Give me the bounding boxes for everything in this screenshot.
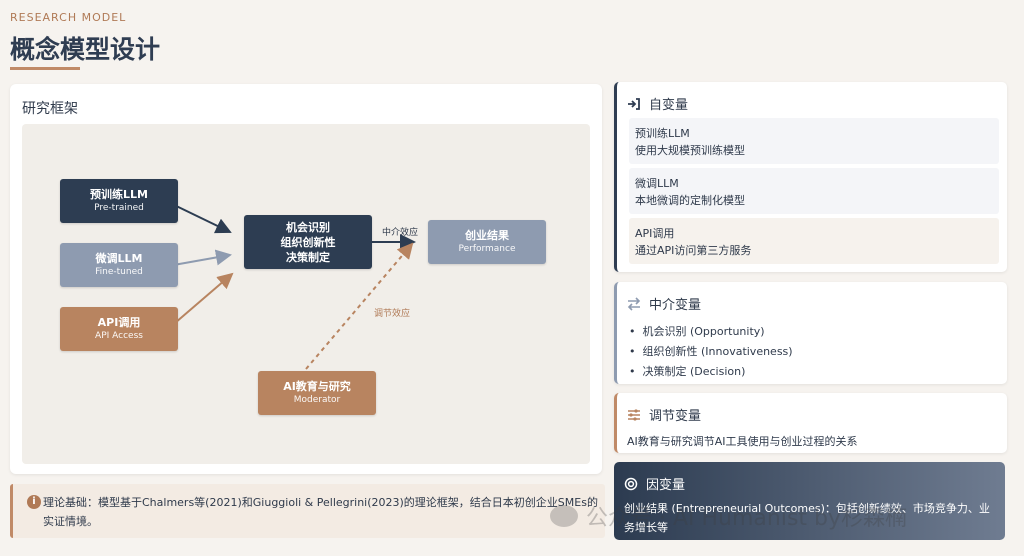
node-pretrained-title: 预训练LLM (90, 188, 148, 201)
edge-label-mediation: 中介效应 (382, 228, 419, 238)
node-pretrained-sub: Pre-trained (94, 203, 144, 213)
node-outcome-sub: Performance (458, 244, 516, 254)
node-mediator-l2: 组织创新性 (280, 235, 336, 249)
node-moderator-sub: Moderator (293, 395, 341, 405)
card-moderator: 调节变量 AI教育与研究调节AI工具使用与创业过程的关系 (614, 393, 1007, 453)
panel-title: 研究框架 (22, 101, 78, 117)
list-item: • 组织创新性 (Innovativeness) (629, 345, 793, 358)
title-underline (10, 67, 80, 70)
eyebrow: RESEARCH MODEL (10, 11, 127, 24)
node-mediator-l3: 决策制定 (286, 250, 330, 264)
node-finetuned-sub: Fine-tuned (95, 267, 143, 277)
node-moderator-title: AI教育与研究 (283, 380, 351, 393)
node-mediator: 机会识别 组织创新性 决策制定 (244, 215, 372, 269)
independent-item: API调用 通过API访问第三方服务 (629, 218, 999, 264)
card-mediator: 中介变量 • 机会识别 (Opportunity) • 组织创新性 (Innov… (614, 282, 1007, 384)
list-item: • 机会识别 (Opportunity) (629, 325, 765, 338)
watermark-text: 公众号 · AI Humanist by杉森楠 (586, 506, 908, 531)
dependent-text: 创业结果 (Entrepreneurial Outcomes)：包括创新绩效、市… (624, 502, 990, 534)
framework-panel: 研究框架 预训练LLM Pre-trained 微调LLM Fine-tuned… (10, 84, 602, 474)
node-finetuned-title: 微调LLM (95, 252, 143, 265)
sliders-icon (627, 408, 641, 422)
independent-item-desc: 通过API访问第三方服务 (635, 244, 752, 257)
node-outcome: 创业结果 Performance (428, 220, 546, 264)
independent-item: 预训练LLM 使用大规模预训练模型 (629, 118, 999, 164)
target-icon (624, 477, 638, 491)
node-moderator: AI教育与研究 Moderator (258, 371, 376, 415)
wechat-icon (550, 505, 578, 527)
theory-note: i 理论基础：模型基于Chalmers等(2021)和Giuggioli & P… (10, 484, 605, 538)
node-pretrained: 预训练LLM Pre-trained (60, 179, 178, 223)
node-mediator-l1: 机会识别 (286, 220, 330, 234)
sign-in-icon (627, 97, 641, 111)
watermark: 公众号 · AI Humanist by杉森楠 (550, 500, 907, 532)
card-dependent-title: 因变量 (646, 478, 686, 493)
card-independent-title: 自变量 (649, 98, 689, 113)
edge-moderator (305, 242, 414, 370)
list-item: • 决策制定 (Decision) (629, 365, 746, 378)
node-api-title: API调用 (97, 316, 141, 329)
independent-item-name: API调用 (635, 227, 675, 240)
independent-item-name: 预训练LLM (635, 127, 690, 140)
page-title: 概念模型设计 (10, 35, 161, 64)
edge-finetuned-mediator (167, 249, 232, 267)
independent-item: 微调LLM 本地微调的定制化模型 (629, 168, 999, 214)
swap-arrows-icon (627, 296, 641, 311)
independent-item-desc: 本地微调的定制化模型 (635, 194, 745, 207)
card-moderator-title: 调节变量 (649, 409, 702, 424)
node-api: API调用 API Access (60, 307, 178, 351)
edge-pretrained-mediator (167, 201, 232, 234)
node-api-sub: API Access (95, 331, 143, 341)
edge-label-moderation: 调节效应 (374, 309, 411, 319)
info-icon: i (27, 495, 41, 509)
independent-item-name: 微调LLM (635, 177, 679, 190)
diagram-canvas: 预训练LLM Pre-trained 微调LLM Fine-tuned API调… (22, 124, 590, 464)
card-mediator-title: 中介变量 (649, 298, 702, 313)
card-independent: 自变量 预训练LLM 使用大规模预训练模型 微调LLM 本地微调的定制化模型 A… (614, 82, 1007, 272)
independent-item-desc: 使用大规模预训练模型 (635, 144, 745, 157)
card-dependent: 因变量 创业结果 (Entrepreneurial Outcomes)：包括创新… (614, 462, 1005, 540)
edge-api-mediator (167, 272, 234, 330)
moderator-text: AI教育与研究调节AI工具使用与创业过程的关系 (627, 435, 858, 448)
node-finetuned: 微调LLM Fine-tuned (60, 243, 178, 287)
node-outcome-title: 创业结果 (465, 229, 509, 242)
mediator-list: • 机会识别 (Opportunity) • 组织创新性 (Innovative… (629, 322, 793, 382)
theory-note-text: 理论基础：模型基于Chalmers等(2021)和Giuggioli & Pel… (43, 496, 598, 528)
